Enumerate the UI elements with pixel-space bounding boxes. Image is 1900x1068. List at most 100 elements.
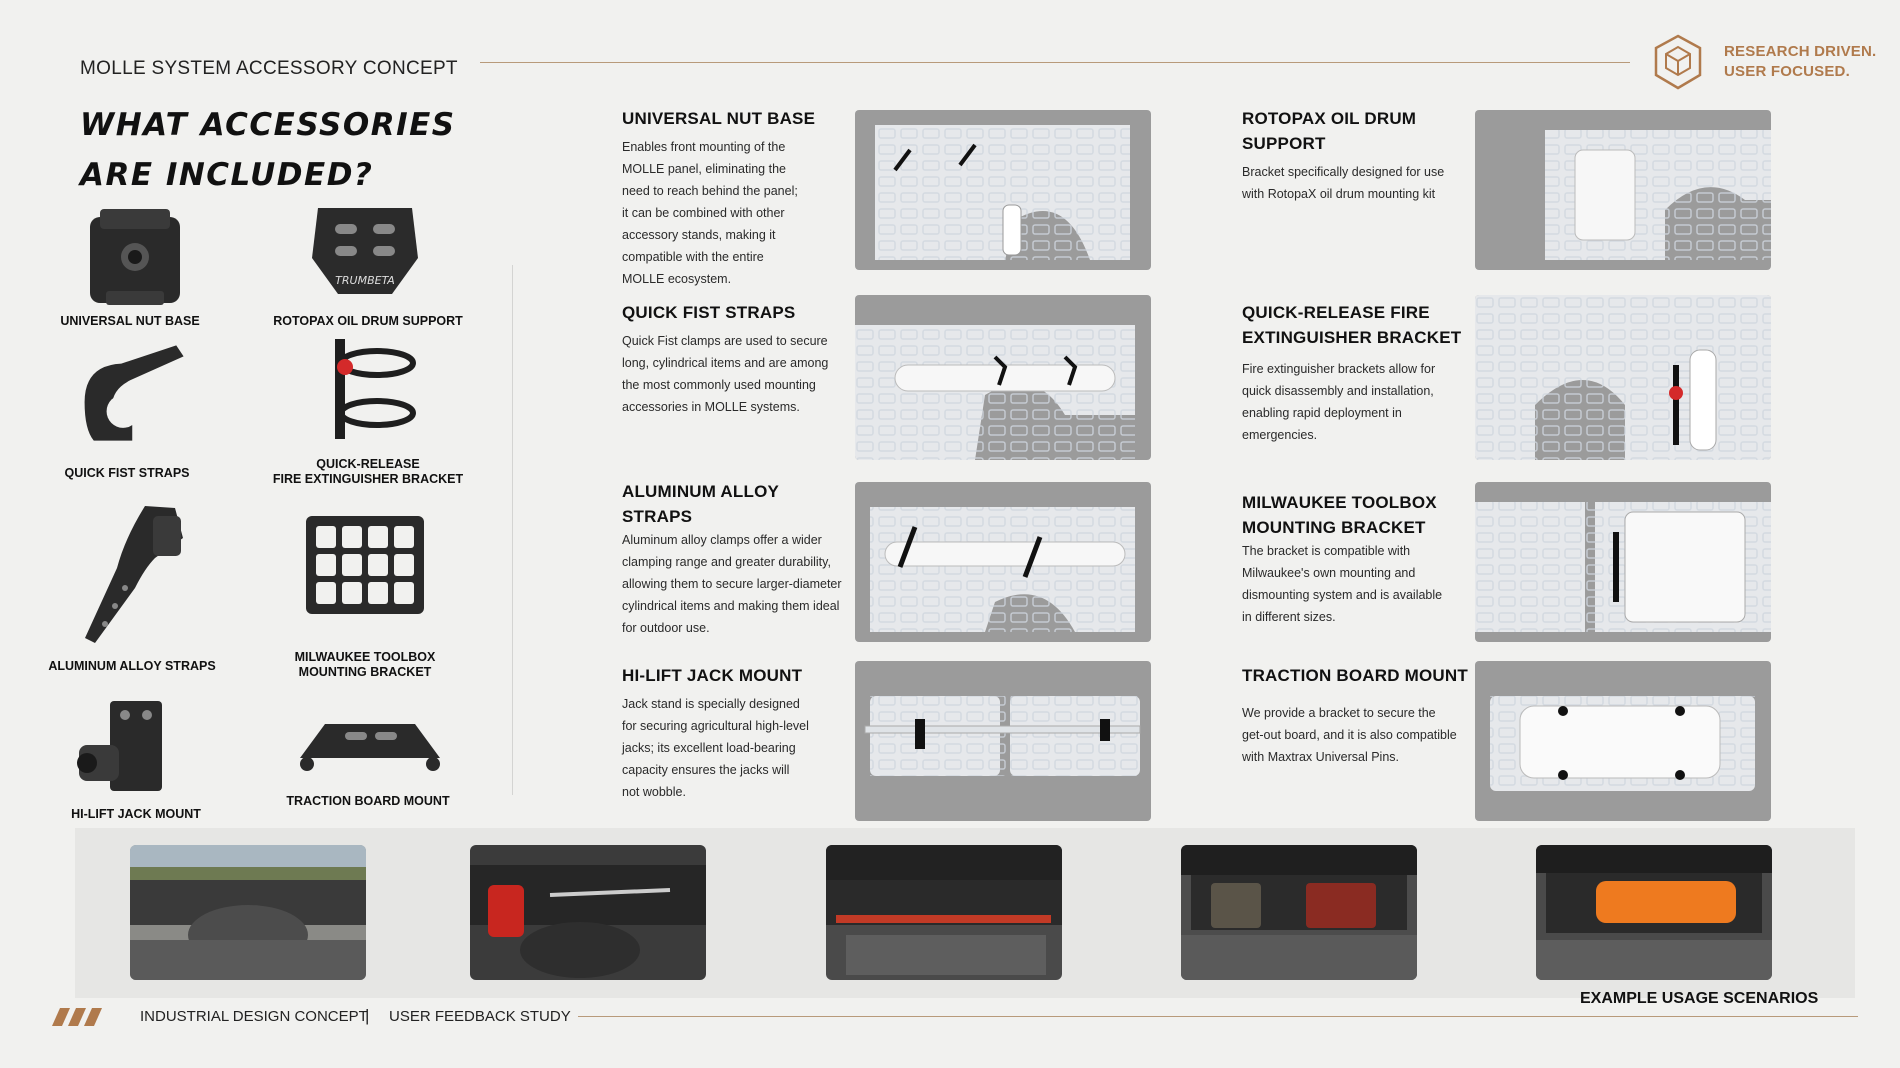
desc-line: dismounting system and is available (1242, 588, 1443, 602)
headline-line-1: WHAT ACCESSORIES (80, 107, 456, 143)
desc-line: with RotopaX oil drum mounting kit (1242, 187, 1436, 201)
accessory-label: UNIVERSAL NUT BASE (60, 314, 200, 328)
accessory-label: ALUMINUM ALLOY STRAPS (48, 659, 216, 673)
brand-line-1: RESEARCH DRIVEN. (1724, 43, 1877, 60)
accessory-label-line-1: QUICK-RELEASE (316, 457, 420, 471)
desc-line: for securing agricultural high-level (622, 719, 809, 733)
traction-mount-icon (300, 724, 440, 771)
title-line: QUICK-RELEASE FIRE (1242, 303, 1430, 322)
title-line: ALUMINUM ALLOY (622, 482, 780, 501)
headline: WHAT ACCESSORIES ARE INCLUDED? (80, 100, 456, 200)
render-rotopax-oil-drum-support (1475, 110, 1771, 270)
toolbox-bracket-icon (306, 516, 424, 614)
accessory-label-line-2: FIRE EXTINGUISHER BRACKET (272, 472, 464, 486)
desc-line: allowing them to secure larger-diameter (622, 577, 842, 591)
usage-photo-5 (1536, 845, 1772, 980)
accessory-label: QUICK-RELEASE FIRE EXTINGUISHER BRACKET (248, 457, 488, 487)
feature-description: Fire extinguisher brackets allow for qui… (1242, 358, 1472, 446)
title-line: EXTINGUISHER BRACKET (1242, 328, 1462, 347)
feature-title: UNIVERSAL NUT BASE (622, 109, 816, 128)
desc-line: emergencies. (1242, 428, 1318, 442)
render-universal-nut-base (855, 110, 1151, 270)
desc-line: MOLLE ecosystem. (622, 272, 732, 286)
accessory-label: MILWAUKEE TOOLBOX MOUNTING BRACKET (245, 650, 485, 680)
molle-panel-render (1475, 295, 1771, 460)
desc-line: not wobble. (622, 785, 686, 799)
alloy-strap-icon (85, 506, 183, 643)
accessory-label: HI-LIFT JACK MOUNT (71, 807, 201, 821)
feature-description: The bracket is compatible with Milwaukee… (1242, 540, 1472, 628)
feature-title: HI-LIFT JACK MOUNT (622, 666, 803, 685)
desc-line: enabling rapid deployment in (1242, 406, 1402, 420)
stripes-logo-icon (52, 1008, 102, 1026)
desc-line: We provide a bracket to secure the (1242, 706, 1436, 720)
feature-description: Jack stand is specially designed for sec… (622, 693, 852, 803)
title-line: ROTOPAX OIL DRUM (1242, 109, 1417, 128)
brand-line-2: USER FOCUSED. (1724, 63, 1850, 80)
render-milwaukee-toolbox-bracket (1475, 482, 1771, 642)
header-rule (480, 62, 1630, 63)
feature-hi-lift-jack-mount: HI-LIFT JACK MOUNT Jack stand is special… (622, 663, 852, 803)
feature-aluminum-alloy-straps: ALUMINUM ALLOY STRAPS Aluminum alloy cla… (622, 479, 862, 639)
feature-universal-nut-base: UNIVERSAL NUT BASE Enables front mountin… (622, 106, 852, 290)
quick-fist-icon (84, 345, 184, 441)
desc-line: accessories in MOLLE systems. (622, 400, 800, 414)
desc-line: it can be combined with other (622, 206, 785, 220)
kicker-title: MOLLE SYSTEM ACCESSORY CONCEPT (80, 58, 458, 79)
render-traction-board-mount (1475, 661, 1771, 821)
desc-line: jacks; its excellent load-bearing (622, 741, 796, 755)
column-divider (512, 265, 513, 795)
desc-line: quick disassembly and installation, (1242, 384, 1434, 398)
render-aluminum-alloy-straps (855, 482, 1151, 642)
usage-photo-2 (470, 845, 706, 980)
feature-title: ALUMINUM ALLOY STRAPS (622, 479, 852, 529)
accessory-label: ROTOPAX OIL DRUM SUPPORT (273, 314, 463, 328)
accessory-label: TRACTION BOARD MOUNT (286, 794, 450, 808)
molle-panel-render (875, 125, 1130, 260)
feature-title: MILWAUKEE TOOLBOX MOUNTING BRACKET (1242, 490, 1472, 540)
desc-line: clamping range and greater durability, (622, 555, 831, 569)
desc-line: with Maxtrax Universal Pins. (1242, 750, 1399, 764)
desc-line: compatible with the entire (622, 250, 764, 264)
desc-line: Aluminum alloy clamps offer a wider (622, 533, 822, 547)
footer-industrial-design: INDUSTRIAL DESIGN CONCEPT (140, 1008, 368, 1025)
feature-title: QUICK FIST STRAPS (622, 303, 796, 322)
rotopax-support-icon: TRUMBETA (312, 208, 418, 294)
desc-line: Bracket specifically designed for use (1242, 165, 1445, 179)
molle-panel-render (1490, 696, 1755, 791)
desc-line: Jack stand is specially designed (622, 697, 800, 711)
feature-description: We provide a bracket to secure the get-o… (1242, 702, 1482, 768)
molle-panel-render (1545, 130, 1771, 260)
molle-panel-render (855, 325, 1135, 460)
feature-description: Bracket specifically designed for use wi… (1242, 161, 1472, 205)
desc-line: get-out board, and it is also compatible (1242, 728, 1457, 742)
usage-scenarios-label: EXAMPLE USAGE SCENARIOS (1580, 990, 1819, 1007)
render-quick-fist-straps (855, 295, 1151, 460)
feature-description: Aluminum alloy clamps offer a wider clam… (622, 529, 862, 639)
desc-line: for outdoor use. (622, 621, 710, 635)
feature-title: QUICK-RELEASE FIRE EXTINGUISHER BRACKET (1242, 300, 1482, 350)
desc-line: Quick Fist clamps are used to secure (622, 334, 828, 348)
desc-line: long, cylindrical items and are among (622, 356, 829, 370)
desc-line: Milwaukee's own mounting and (1242, 566, 1416, 580)
desc-line: Fire extinguisher brackets allow for (1242, 362, 1436, 376)
feature-title: TRACTION BOARD MOUNT (1242, 666, 1468, 685)
footer-rule (578, 1016, 1858, 1017)
brand-tagline: RESEARCH DRIVEN. USER FOCUSED. (1724, 42, 1876, 82)
title-line: MOUNTING BRACKET (1242, 518, 1426, 537)
molle-panel-render (864, 696, 1141, 776)
accessory-label: QUICK FIST STRAPS (64, 466, 190, 480)
desc-line: MOLLE panel, eliminating the (622, 162, 786, 176)
usage-photo-1 (130, 845, 366, 980)
usage-photo-3 (826, 845, 1062, 980)
nut-base-icon (90, 209, 180, 305)
desc-line: the most commonly used mounting (622, 378, 816, 392)
feature-milwaukee-toolbox-bracket: MILWAUKEE TOOLBOX MOUNTING BRACKET The b… (1242, 490, 1472, 628)
jack-mount-icon (77, 701, 162, 791)
rotopax-brand-mark: TRUMBETA (335, 274, 395, 287)
desc-line: cylindrical items and making them ideal (622, 599, 840, 613)
render-fire-extinguisher-bracket (1475, 295, 1771, 460)
render-hi-lift-jack-mount (855, 661, 1151, 821)
feature-fire-extinguisher-bracket: QUICK-RELEASE FIRE EXTINGUISHER BRACKET … (1242, 300, 1482, 446)
feature-rotopax-oil-drum-support: ROTOPAX OIL DRUM SUPPORT Bracket specifi… (1242, 106, 1472, 205)
